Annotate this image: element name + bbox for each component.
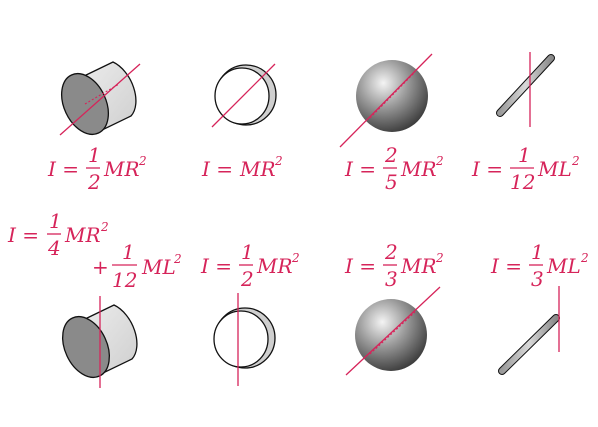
formula-exponent: 2 [274,154,283,168]
formula-rhs: ML [546,254,581,278]
solid-cylinder-central-axis-figure [59,61,141,136]
solid-cylinder-diameter-figure [62,296,138,388]
fraction-numerator-2: 1 [122,240,135,264]
formula-solid-cylinder-diameter: I = 1 4 MR 2 + 1 12 ML 2 [7,209,182,292]
rotation-axis [339,53,433,148]
fraction-numerator: 1 [531,240,544,264]
fraction-denominator: 3 [531,267,544,291]
formula-hoop-diameter: I = 1 2 MR 2 [200,240,300,291]
hoop-diameter-figure [213,293,276,386]
fraction-denominator: 2 [87,170,101,194]
formula-solid-cylinder-central: I = 1 2 MR 2 [47,143,147,194]
fraction-denominator: 2 [240,267,254,291]
formula-exponent: 2 [571,154,580,168]
fraction-denominator: 3 [385,267,398,291]
fraction-numerator: 1 [241,240,254,264]
formula-rhs: MR [256,254,293,278]
fraction-numerator: 2 [384,143,398,167]
rod-center-figure [496,52,555,127]
formula-rhs: MR [103,157,140,181]
formula-hoop-central: I = MR 2 [201,154,283,181]
formula-lhs: I = [200,254,232,278]
formula-lhs: I = [344,157,376,181]
formula-rhs: MR [64,223,101,247]
formula-exponent: 2 [138,154,147,168]
formula-exponent-2: 2 [173,252,182,266]
fraction-denominator: 5 [385,170,398,194]
fraction-denominator-2: 12 [112,268,137,292]
formula-exponent: 2 [291,251,300,265]
fraction-numerator: 2 [384,240,398,264]
formula-lhs: I = [344,254,376,278]
rotation-axis [345,286,441,376]
solid-sphere-diameter-figure [339,53,433,148]
formula-exponent: 2 [580,251,589,265]
formula-rhs: ML [537,157,572,181]
rotation-axis [59,63,141,136]
formula-lhs: I = [47,157,79,181]
rod-end-figure [498,286,560,375]
formula-rod-center: I = 1 12 ML 2 [471,143,580,194]
hoop-central-axis-figure [211,63,277,128]
fraction-denominator: 12 [510,170,535,194]
formula-exponent: 2 [435,154,444,168]
fraction-denominator: 4 [47,236,61,260]
formula-rhs: MR [400,254,437,278]
formula-rhs-2: ML [141,255,176,279]
thin-spherical-shell-diameter-figure [345,286,441,376]
formula-rhs: MR [400,157,437,181]
formula-lhs: I = [490,254,522,278]
fraction-numerator: 1 [49,209,62,233]
formula-lhs: I = [7,223,39,247]
formula-solid-sphere: I = 2 5 MR 2 [344,143,444,194]
formula-lhs: I = [201,157,233,181]
formula-lhs: I = [471,157,503,181]
formula-rod-end: I = 1 3 ML 2 [490,240,589,291]
formula-spherical-shell: I = 2 3 MR 2 [344,240,444,291]
formula-exponent: 2 [435,251,444,265]
rotation-axis [211,63,276,128]
plus-sign: + [92,255,109,279]
fraction-numerator: 1 [88,143,101,167]
fraction-numerator: 1 [518,143,531,167]
formula-exponent: 2 [100,220,109,234]
formula-rhs: MR [239,157,276,181]
